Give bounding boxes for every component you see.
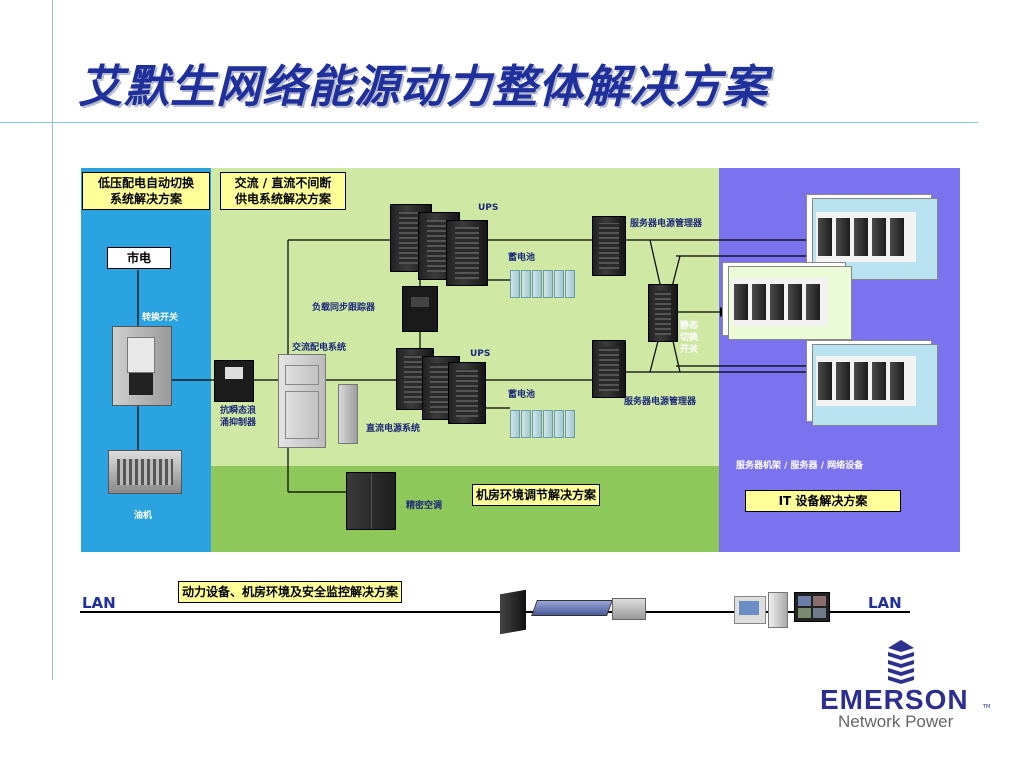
surge-suppressor-icon [214, 360, 254, 402]
workstation-icon [734, 596, 766, 624]
workstation-tower-icon [768, 592, 788, 628]
pdm2-cabinet-icon [592, 340, 626, 398]
server-rack-icon-middle [732, 278, 828, 326]
brand-subtitle: Network Power [838, 712, 954, 731]
acdc-solution-label: 交流 / 直流不间断 供电系统解决方案 [220, 172, 346, 210]
environment-zone [211, 466, 719, 552]
pdm1-label: 服务器电源管理器 [630, 219, 703, 229]
left-guide-line [52, 0, 53, 680]
emerson-logo-icon [880, 640, 922, 684]
dc-power-cabinet-icon [338, 384, 358, 444]
sts-label: 静态 切换 开关 [680, 321, 699, 355]
network-device-icon [500, 589, 526, 635]
ac-distribution-cabinet-icon [278, 354, 326, 448]
lv-solution-label: 低压配电自动切换 系统解决方案 [82, 172, 210, 210]
sts-cabinet-icon [648, 284, 678, 342]
dc-power-label: 直流电源系统 [366, 424, 421, 434]
ups1-label: UPS [478, 203, 499, 213]
load-sync-tracker-icon [402, 286, 438, 332]
page-title: 艾默生网络能源动力整体解决方案 [78, 60, 769, 113]
battery2-label: 蓄电池 [508, 390, 536, 400]
ac-distribution-label: 交流配电系统 [292, 343, 347, 353]
lan-left-label: LAN [82, 594, 116, 612]
battery1-label: 蓄电池 [508, 253, 536, 263]
top-guide-line [0, 122, 978, 123]
ups1-cabinet-icon-3 [446, 220, 488, 286]
precision-ac-icon [346, 472, 396, 530]
video-monitor-icon [794, 592, 830, 622]
generator-label: 油机 [134, 511, 153, 521]
network-switch-icon [531, 600, 613, 616]
room-solution-label: 机房环境调节解决方案 [472, 484, 601, 506]
server-rack-icon-bottom [816, 356, 916, 406]
servers-label: 服务器机架 / 服务器 / 网络设备 [736, 461, 864, 471]
lan-right-label: LAN [868, 594, 902, 612]
pdm2-label: 服务器电源管理器 [624, 397, 697, 407]
load-sync-label: 负载同步跟踪器 [312, 303, 376, 313]
transfer-switch-label: 转换开关 [142, 313, 179, 323]
monitor-solution-label: 动力设备、机房环境及安全监控解决方案 [178, 581, 403, 603]
it-solution-label: IT 设备解决方案 [745, 490, 901, 512]
generator-icon [108, 450, 182, 494]
brand-trademark: TM [983, 704, 991, 710]
mains-label: 市电 [107, 247, 171, 269]
surge-suppressor-label: 抗瞬态浪 涌抑制器 [220, 406, 257, 428]
battery1-icon [510, 270, 576, 302]
ups2-cabinet-icon-3 [448, 362, 486, 424]
transfer-switch-icon [112, 326, 172, 406]
battery2-icon [510, 410, 576, 442]
precision-ac-label: 精密空调 [406, 501, 443, 511]
ups2-label: UPS [470, 349, 491, 359]
pdm1-cabinet-icon [592, 216, 626, 276]
brand-name: EMERSON [820, 684, 969, 715]
server-rack-icon-top [816, 212, 916, 262]
network-sensor-icon [612, 598, 646, 620]
